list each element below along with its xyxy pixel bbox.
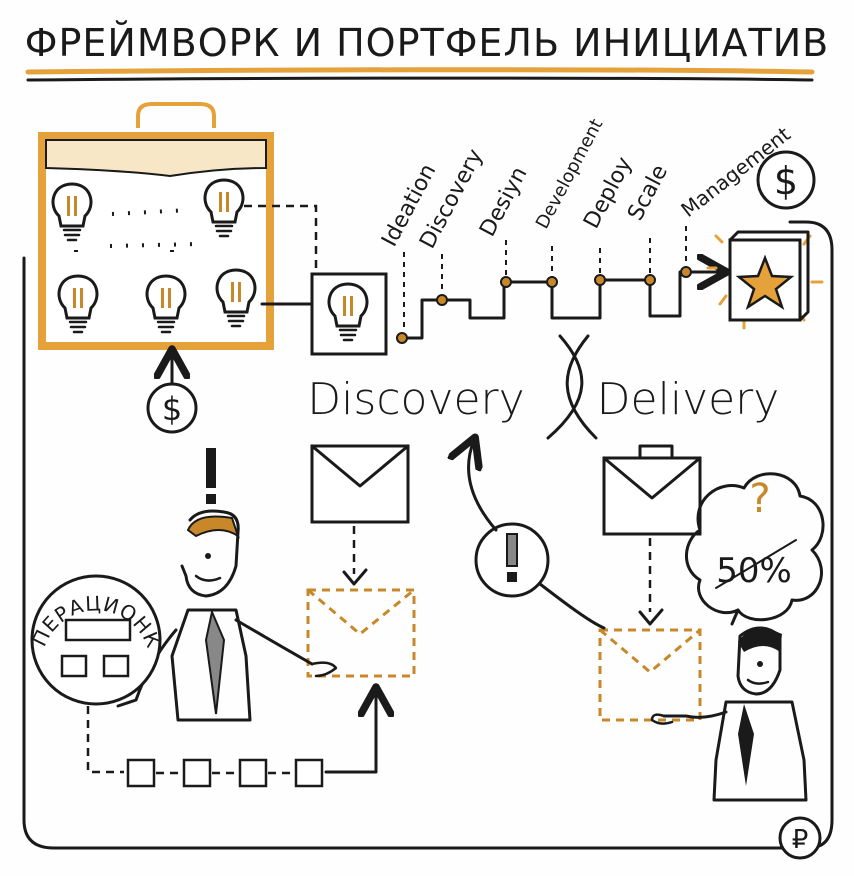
ops-flow-line bbox=[86, 706, 124, 774]
discovery-label: Discovery bbox=[307, 374, 524, 425]
ruble-coin-label: ₽ bbox=[792, 825, 809, 855]
manager-right-figure bbox=[650, 626, 808, 802]
envelope-icon bbox=[602, 444, 702, 536]
page-title: ФРЕЙМВОРК И ПОРТФЕЛЬ ИНИЦИАТИВ bbox=[25, 21, 829, 65]
envelope-icon bbox=[310, 444, 410, 524]
ops-return-arrow bbox=[324, 690, 376, 774]
process-timeline bbox=[400, 272, 724, 340]
portfolio-connector bbox=[244, 204, 318, 272]
star-box bbox=[706, 230, 824, 330]
strikethrough bbox=[715, 539, 797, 589]
title-underline-dark bbox=[26, 76, 814, 82]
outer-frame bbox=[22, 220, 834, 850]
star-icon bbox=[735, 254, 795, 310]
exclamation-icon bbox=[206, 448, 216, 488]
feedback-arrow bbox=[469, 440, 498, 532]
title-underline bbox=[25, 67, 815, 75]
ops-chain bbox=[126, 758, 324, 788]
exclamation-dot bbox=[206, 494, 216, 504]
manager-left-figure bbox=[116, 509, 338, 722]
phase-divider bbox=[546, 334, 598, 440]
stage-label: Desiyn bbox=[475, 163, 532, 241]
alert-connector bbox=[538, 582, 606, 630]
exclamation-icon bbox=[506, 533, 518, 567]
envelope-arrow bbox=[638, 608, 664, 626]
dollar-coin-label: $ bbox=[162, 390, 182, 428]
stage-label: Deploy bbox=[579, 153, 637, 233]
delivery-label: Delivery bbox=[597, 374, 780, 425]
percent-label: 50% bbox=[716, 551, 792, 591]
exclamation-dot bbox=[507, 572, 517, 582]
dollar-coin-label: $ bbox=[774, 159, 798, 203]
portfolio-box bbox=[38, 102, 274, 350]
dollar-coin-icon bbox=[146, 382, 198, 434]
question-mark: ? bbox=[749, 476, 770, 522]
draft-envelope-icon bbox=[306, 588, 416, 678]
stage-markers bbox=[396, 226, 692, 344]
envelope-arrow bbox=[342, 568, 368, 586]
thought-cloud bbox=[685, 472, 825, 626]
stage-labels: Ideation Discovery Desiyn Development De… bbox=[377, 115, 795, 252]
dollar-coin-icon bbox=[756, 150, 816, 210]
ruble-coin-icon bbox=[778, 816, 822, 860]
draft-envelope-icon bbox=[598, 628, 702, 722]
